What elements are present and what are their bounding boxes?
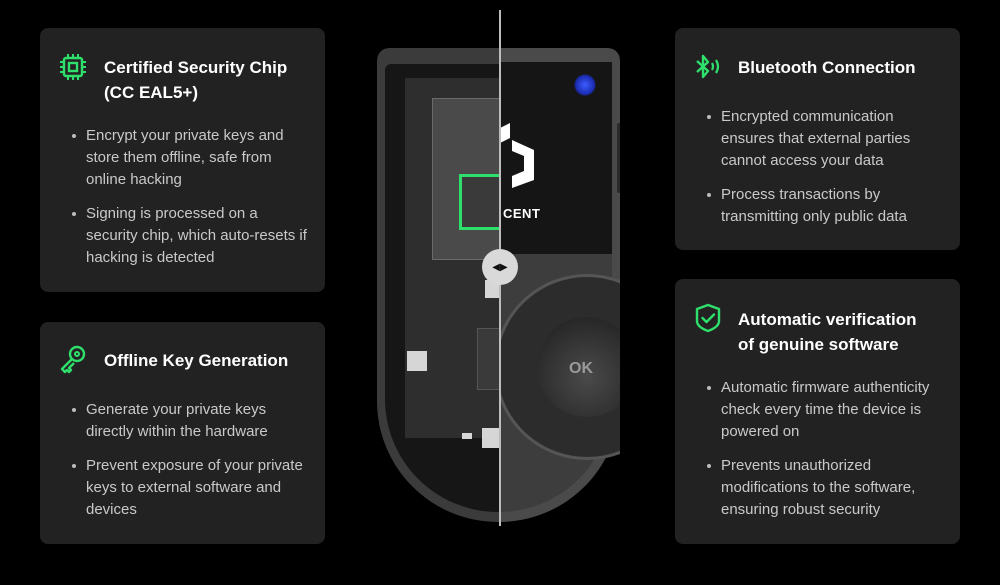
feature-bullets: Encrypt your private keys and store them… xyxy=(70,125,310,281)
feature-card-offline-key: Offline Key Generation Generate your pri… xyxy=(40,322,325,544)
pcb-component xyxy=(407,351,427,371)
pcb-component xyxy=(462,433,472,439)
bluetooth-icon xyxy=(696,54,720,79)
title-line: Bluetooth Connection xyxy=(738,58,916,77)
bullet-item: Process transactions by transmitting onl… xyxy=(705,184,945,228)
chip-icon xyxy=(60,54,86,80)
ok-label: OK xyxy=(569,360,593,377)
comparison-slider-handle[interactable]: ◀▶ xyxy=(482,249,518,285)
bullet-item: Encrypt your private keys and store them… xyxy=(70,125,310,191)
title-line: Offline Key Generation xyxy=(104,351,289,370)
key-icon xyxy=(60,345,86,374)
left-right-arrows-icon: ◀▶ xyxy=(492,261,508,273)
bullet-item: Automatic firmware authenticity check ev… xyxy=(705,377,950,443)
side-button xyxy=(617,123,620,193)
feature-card-software-verification: Automatic verification of genuine softwa… xyxy=(675,279,960,544)
feature-title: Offline Key Generation xyxy=(104,348,288,373)
bullet-item: Generate your private keys directly with… xyxy=(70,399,310,443)
feature-bullets: Generate your private keys directly with… xyxy=(70,399,310,533)
pcb-chip xyxy=(477,328,500,390)
feature-title: Bluetooth Connection xyxy=(738,55,916,80)
device-comparison-image: OK CENT xyxy=(377,48,620,522)
device-shell: OK CENT xyxy=(500,48,620,522)
feature-bullets: Encrypted communication ensures that ext… xyxy=(705,106,945,240)
bullet-item: Prevents unauthorized modifications to t… xyxy=(705,455,950,521)
feature-card-security-chip: Certified Security Chip (CC EAL5+) Encry… xyxy=(40,28,325,292)
brand-text: CENT xyxy=(503,206,541,221)
ok-button-ring xyxy=(500,274,620,460)
bluetooth-led-indicator xyxy=(574,74,596,96)
title-line: (CC EAL5+) xyxy=(104,83,198,102)
shield-check-icon xyxy=(695,303,721,333)
title-line: of genuine software xyxy=(738,335,899,354)
ok-button-center xyxy=(537,317,620,417)
device-external-view: OK CENT xyxy=(500,48,620,522)
feature-bullets: Automatic firmware authenticity check ev… xyxy=(705,377,950,533)
security-chip-highlight xyxy=(459,174,500,230)
title-line: Certified Security Chip xyxy=(104,58,288,77)
bullet-item: Prevent exposure of your private keys to… xyxy=(70,455,310,521)
device-internal-view xyxy=(377,48,500,522)
pcb-component xyxy=(482,428,500,448)
bullet-item: Encrypted communication ensures that ext… xyxy=(705,106,945,172)
feature-title: Certified Security Chip (CC EAL5+) xyxy=(104,55,287,105)
title-line: Automatic verification xyxy=(738,310,917,329)
brand-logo-icon xyxy=(500,123,534,188)
bullet-item: Signing is processed on a security chip,… xyxy=(70,203,310,269)
feature-card-bluetooth: Bluetooth Connection Encrypted communica… xyxy=(675,28,960,250)
feature-title: Automatic verification of genuine softwa… xyxy=(738,307,917,357)
device-screen xyxy=(500,62,612,254)
